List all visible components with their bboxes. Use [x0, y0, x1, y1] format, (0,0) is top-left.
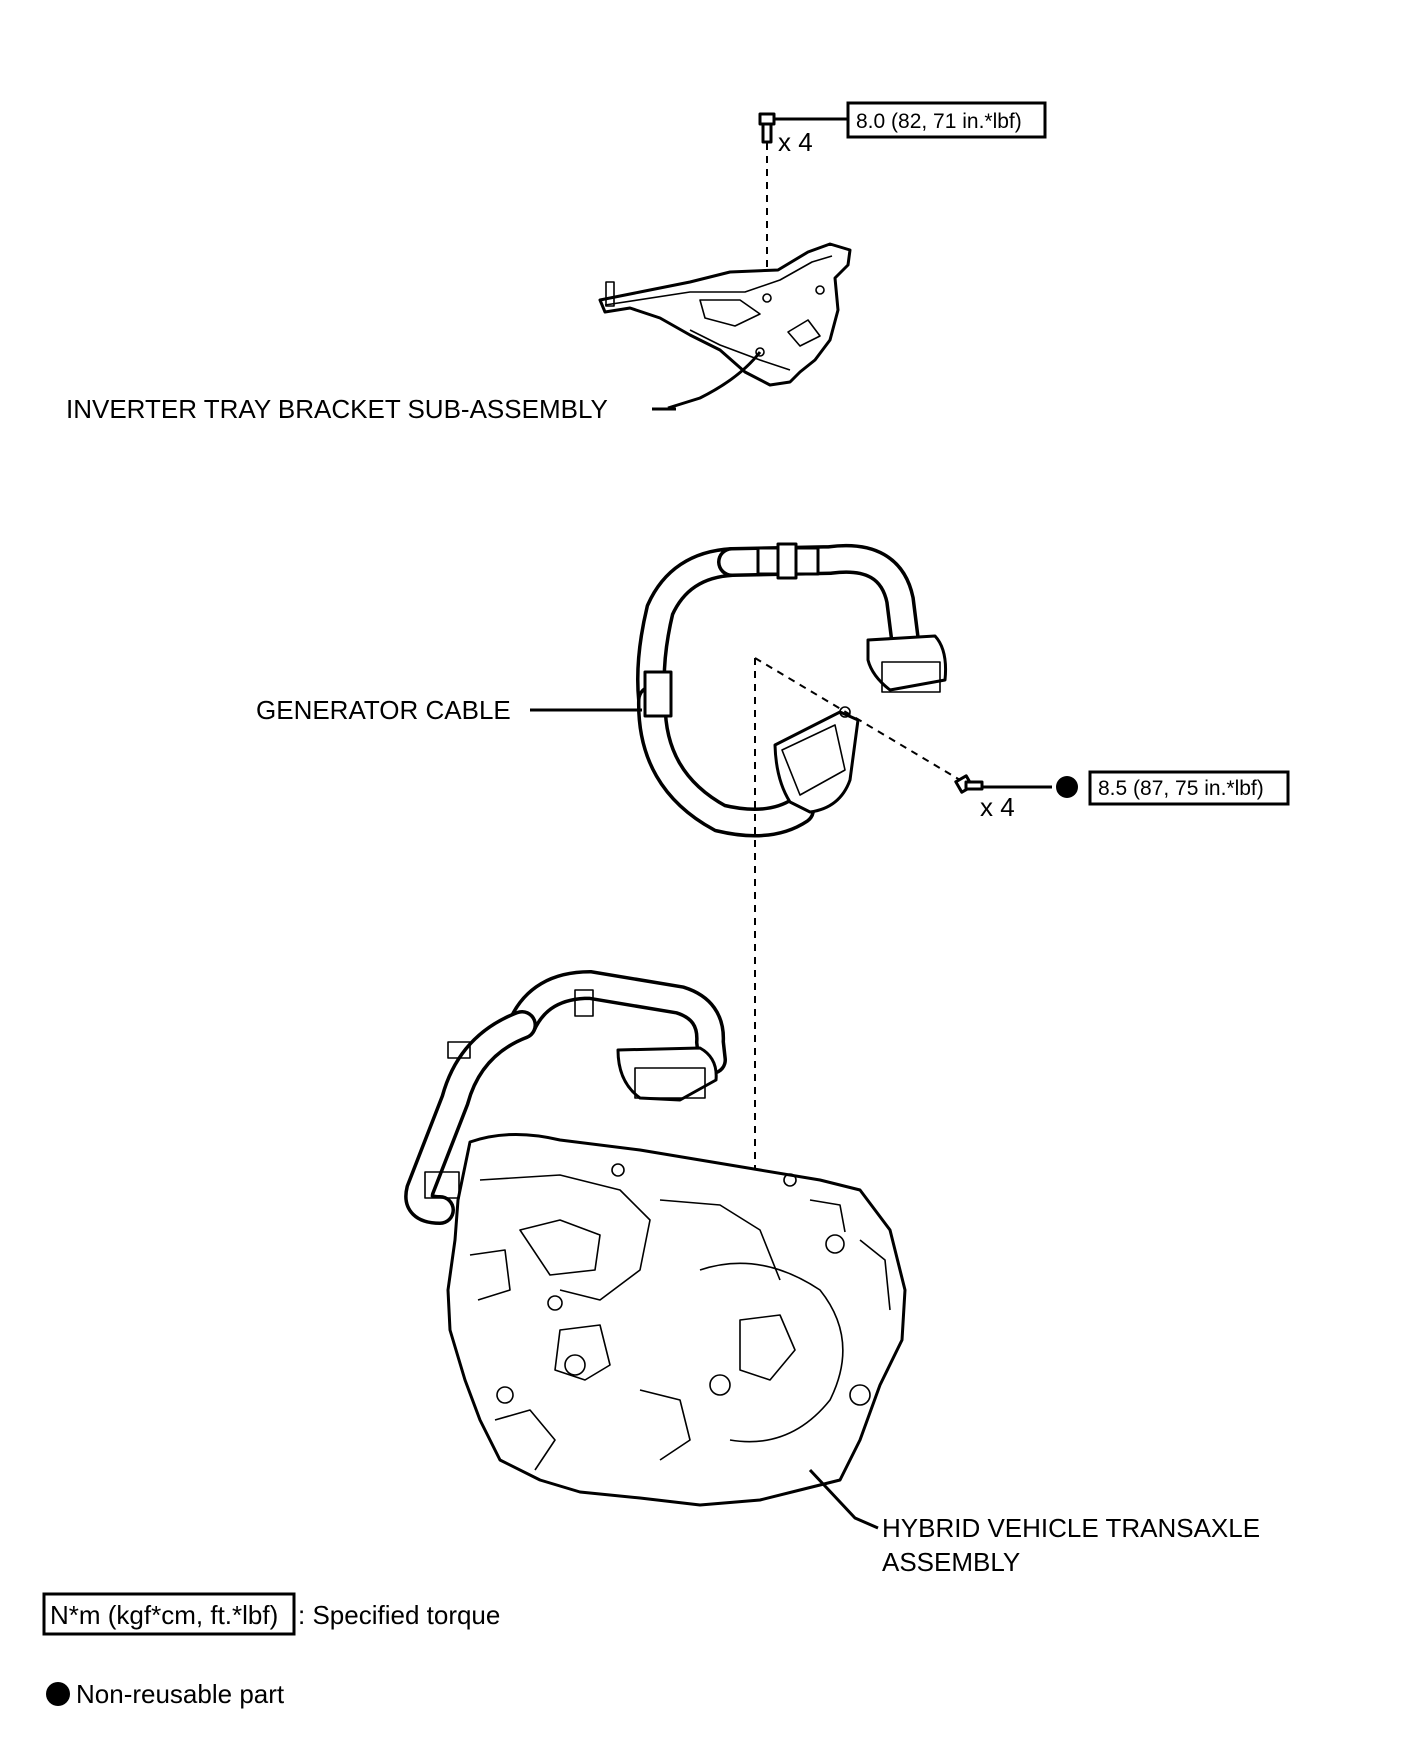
transaxle-label-line2: ASSEMBLY	[882, 1547, 1020, 1577]
transaxle-drawing	[404, 969, 907, 1507]
inverter-bracket-label: INVERTER TRAY BRACKET SUB-ASSEMBLY	[66, 394, 608, 424]
bracket-torque-box: 8.0 (82, 71 in.*lbf)	[846, 101, 1047, 139]
transaxle-label-line1: HYBRID VEHICLE TRANSAXLE	[882, 1513, 1260, 1543]
legend-torque-desc: : Specified torque	[298, 1600, 500, 1630]
bracket-label-leader	[667, 351, 762, 410]
cable-bolt-alignment-line	[754, 657, 961, 781]
transaxle-label-leader	[808, 1468, 879, 1530]
generator-cable-drawing	[636, 542, 947, 838]
nonreusable-legend: Non-reusable part	[46, 1679, 285, 1709]
bracket-torque-value: 8.0 (82, 71 in.*lbf)	[856, 110, 1022, 133]
generator-cable-label: GENERATOR CABLE	[256, 695, 511, 725]
legend-torque-units: N*m (kgf*cm, ft.*lbf)	[50, 1600, 278, 1630]
non-reusable-marker-icon	[1056, 776, 1078, 798]
cable-torque-value: 8.5 (87, 75 in.*lbf)	[1098, 777, 1264, 800]
bracket-bolt-icon	[758, 112, 776, 144]
bracket-bolt-qty: x 4	[778, 127, 813, 157]
torque-legend: N*m (kgf*cm, ft.*lbf) : Specified torque	[42, 1592, 500, 1636]
inverter-tray-bracket-drawing	[598, 242, 852, 387]
legend-nonreusable-desc: Non-reusable part	[76, 1679, 285, 1709]
cable-torque-box: 8.5 (87, 75 in.*lbf)	[1088, 770, 1290, 806]
legend-non-reusable-icon	[46, 1682, 70, 1706]
cable-bolt-icon	[954, 774, 984, 794]
cable-bolt-qty: x 4	[980, 792, 1015, 822]
